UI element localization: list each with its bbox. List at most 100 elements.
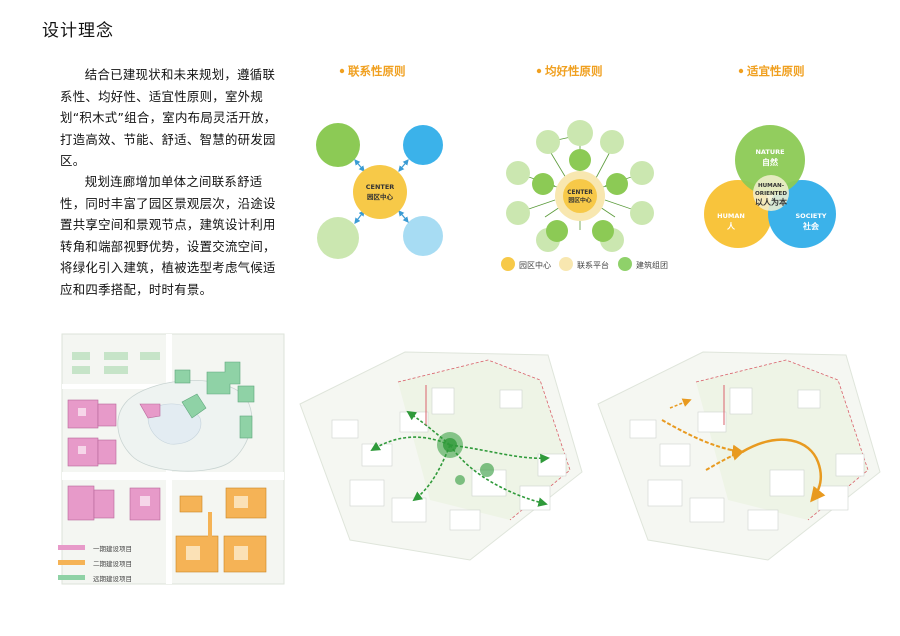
building-phase1 [93,489,115,519]
bullet-dot-icon [339,68,345,74]
building-block [537,453,567,477]
cluster-node [536,130,560,154]
water-feature [148,403,202,445]
plan-legend-item-phase1: 一期建设项目 [58,540,132,555]
bullet-dot-icon [536,68,542,74]
building-future [237,385,255,403]
equality-legend: 园区中心 联系平台 建筑组团 [501,257,668,271]
principle-heading-equality: 均好性原则 [536,64,603,78]
courtyard [234,496,248,508]
building-block [659,443,691,467]
cluster-node [403,125,443,165]
venn-label-cn: 人 [727,221,736,231]
legend-swatch [58,560,85,565]
building-block [499,389,523,409]
building-block [769,469,805,497]
building-block [399,411,429,433]
building-block [349,479,385,507]
building-phase1 [67,485,95,521]
flow-arrow [705,449,745,471]
plan-legend-item-phase2: 二期建设项目 [58,555,132,570]
legend-label: 园区中心 [519,260,551,270]
legend-label: 联系平台 [577,260,609,270]
cluster-node [630,161,654,185]
road [62,384,172,389]
connectivity-diagram: CENTER 园区中心 [316,123,443,259]
building-block [629,419,657,439]
link-arrow [398,210,409,223]
building-block [449,509,481,531]
link-arrow [398,159,409,172]
bullet-dot-icon [738,68,744,74]
building-future [104,366,128,374]
courtyard [78,446,86,454]
center-label-cn: 园区中心 [568,196,591,204]
corridor-paragraph: 规划连廊增加单体之间联系舒适性，同时丰富了园区景观层次，沿途设置共享空间和景观节… [60,174,276,297]
venn-center-circle [753,175,789,211]
cluster-node [567,120,593,146]
flow-arrow [669,398,692,409]
courtyard [186,546,200,560]
venn-label-en: HUMAN [717,212,745,220]
venn-center-label-cn: 以人为本 [755,197,787,207]
legend-swatch [501,257,515,271]
site-boundary [695,359,869,521]
flow-arrow [449,444,550,464]
principle-heading-connectivity: 联系性原则 [339,64,406,78]
principle-heading-suitability: 适宜性原则 [738,64,805,78]
flow-arrow [412,444,451,502]
building-phase1 [97,439,117,465]
legend-label: 一期建设项目 [93,544,132,553]
building-block [689,497,725,523]
cluster-node [506,201,530,225]
link-arrow [354,159,365,172]
building-phase2 [179,495,203,513]
building-phase1 [97,403,117,427]
venn-label-en: SOCIETY [796,212,827,220]
principle-label: 均好性原则 [545,64,603,78]
cluster-node [592,220,614,242]
legend-swatch [58,545,85,550]
node-highlight [480,463,494,477]
cluster-node [546,220,568,242]
courtyard [234,546,248,560]
venn-label-cn: 社会 [802,221,819,231]
building-future [206,361,241,395]
building-block [647,479,683,507]
axonometric-view-equality [597,351,881,561]
cluster-node [506,161,530,185]
axonometric-view-connectivity [299,351,583,561]
building-future [181,393,207,419]
site-plan [61,333,285,585]
center-label-en: CENTER [366,183,395,191]
plan-legend: 一期建设项目 二期建设项目 远期建设项目 [58,540,132,585]
legend-item-cluster: 建筑组团 [618,257,668,271]
building-block [431,387,455,415]
equality-diagram: CENTER 园区中心 [506,120,654,252]
courtyard [140,496,150,506]
site-boundary [397,359,571,521]
node-highlight [455,475,465,485]
legend-label: 二期建设项目 [93,559,132,568]
legend-item-platform: 联系平台 [559,257,609,271]
venn-label-cn: 自然 [762,157,778,167]
building-block [835,453,865,477]
venn-center-label-en: HUMAN- [758,183,785,189]
building-block [817,485,849,511]
center-node [353,165,407,219]
cluster-node [316,123,360,167]
building-future [140,352,160,360]
venn-label-en: NATURE [755,148,784,156]
building-block [391,497,427,523]
flow-arrow [370,436,451,451]
building-future [174,369,191,384]
building-phase1 [139,403,161,419]
flow-arrow [449,444,548,507]
cluster-node [630,201,654,225]
building-future [72,352,90,360]
cluster-node [532,173,554,195]
cluster-node [600,130,624,154]
legend-swatch [618,257,632,271]
cluster-node [606,173,628,195]
